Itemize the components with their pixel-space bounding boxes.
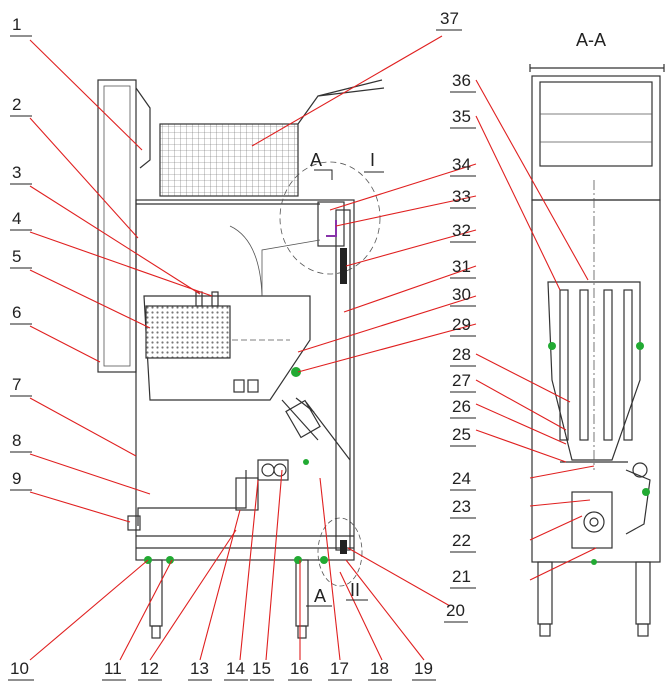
callout-15: 15 xyxy=(252,659,271,678)
callout-36: 36 xyxy=(452,71,471,90)
callout-21: 21 xyxy=(452,567,471,586)
detail-label-ii: II xyxy=(350,580,360,600)
callout-33: 33 xyxy=(452,187,471,206)
detail-circle-i xyxy=(279,161,381,275)
callout-29: 29 xyxy=(452,315,471,334)
thermostat-capillary xyxy=(229,225,263,297)
callout-10: 10 xyxy=(10,659,29,678)
callout-27: 27 xyxy=(452,371,471,390)
callout-9: 9 xyxy=(12,469,21,488)
callout-11: 11 xyxy=(104,659,122,678)
leader-lines xyxy=(29,35,597,661)
callout-1: 1 xyxy=(12,15,21,34)
control-box xyxy=(317,201,345,247)
valve-markers xyxy=(144,367,328,564)
section-aa-title: A-A xyxy=(576,30,606,50)
section-burner xyxy=(571,491,613,549)
lid-hinge xyxy=(135,87,151,169)
section-view-aa xyxy=(529,64,665,637)
section-labels: A-A A I A II xyxy=(306,30,606,607)
callout-28: 28 xyxy=(452,345,471,364)
callout-3: 3 xyxy=(12,163,21,182)
cut-marker-bottom: A xyxy=(314,586,326,606)
callout-35: 35 xyxy=(452,107,471,126)
callout-32: 32 xyxy=(452,221,471,240)
basket-handle xyxy=(297,79,385,125)
callout-6: 6 xyxy=(12,303,21,322)
callout-17: 17 xyxy=(330,659,349,678)
callout-34: 34 xyxy=(452,155,471,174)
callout-31: 31 xyxy=(452,257,471,276)
callout-13: 13 xyxy=(190,659,209,678)
fry-basket xyxy=(159,123,299,197)
callout-4: 4 xyxy=(12,209,21,228)
callout-24: 24 xyxy=(452,469,471,488)
section-body xyxy=(531,199,661,563)
callout-26: 26 xyxy=(452,397,471,416)
callout-16: 16 xyxy=(290,659,309,678)
callout-12: 12 xyxy=(140,659,159,678)
callout-19: 19 xyxy=(414,659,433,678)
callout-20: 20 xyxy=(446,601,465,620)
callout-8: 8 xyxy=(12,431,21,450)
drain-valve xyxy=(235,477,259,511)
callout-18: 18 xyxy=(370,659,389,678)
legs xyxy=(149,559,309,639)
section-heating-elements xyxy=(559,289,633,441)
callout-14: 14 xyxy=(226,659,245,678)
callout-2: 2 xyxy=(12,95,21,114)
section-lid xyxy=(531,75,661,201)
oil-tank xyxy=(143,295,311,401)
detail-label-i: I xyxy=(370,150,375,170)
callout-7: 7 xyxy=(12,375,21,394)
cut-marker-top: A xyxy=(310,150,322,170)
heating-element xyxy=(145,305,231,359)
fryer-body xyxy=(135,199,355,561)
callout-30: 30 xyxy=(452,285,471,304)
callout-37: 37 xyxy=(440,9,459,28)
callout-5: 5 xyxy=(12,247,21,266)
callout-numbers: 1 2 3 4 5 6 7 8 9 10 11 12 13 14 15 16 1… xyxy=(8,9,476,681)
callout-22: 22 xyxy=(452,531,471,550)
callout-23: 23 xyxy=(452,497,471,516)
callout-25: 25 xyxy=(452,425,471,444)
side-view xyxy=(97,79,385,639)
